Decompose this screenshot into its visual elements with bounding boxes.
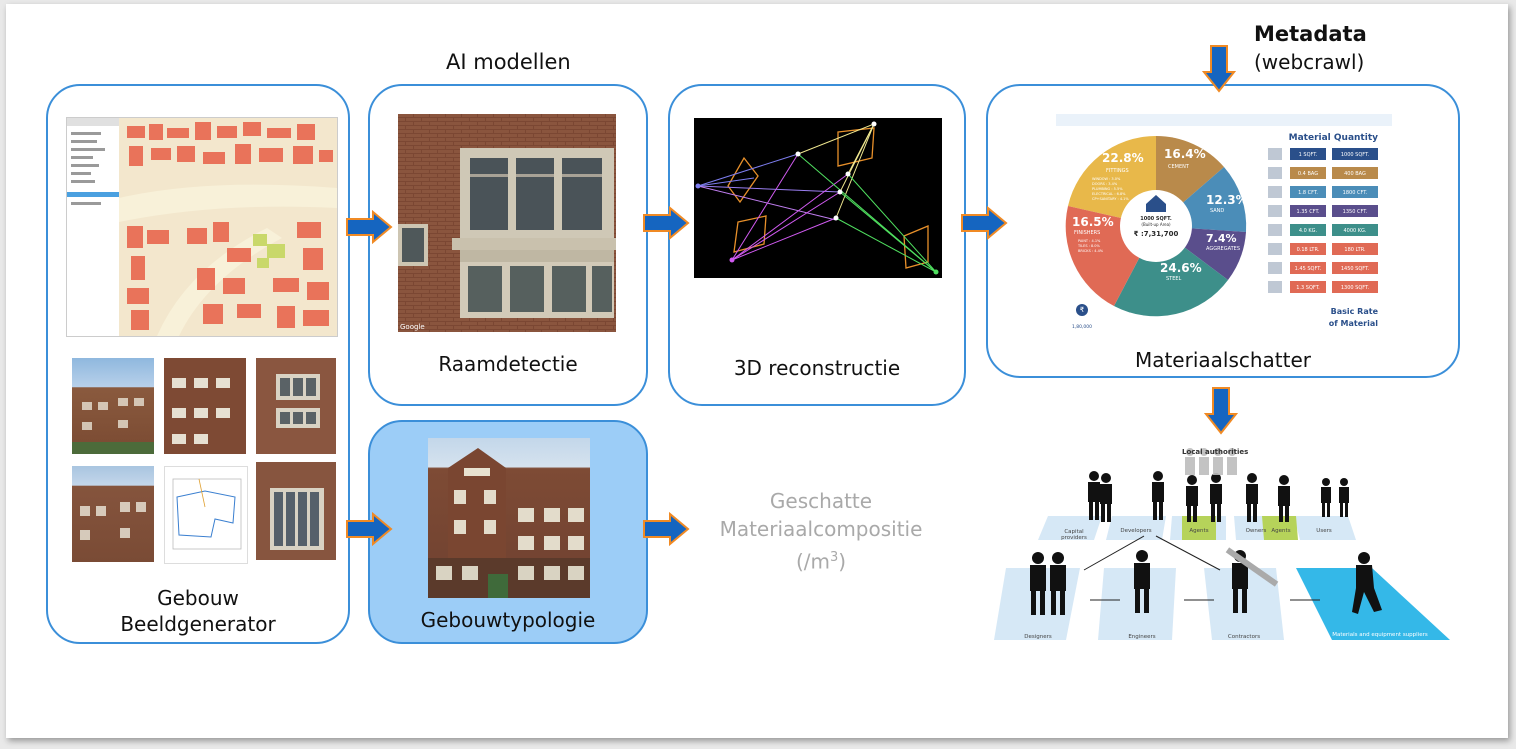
estimated-composition-close: ) — [838, 549, 847, 574]
thumbnail-footprint-plot — [164, 466, 248, 564]
estimated-composition-line1: Geschatte — [769, 489, 873, 513]
google-watermark: Google — [400, 323, 425, 331]
svg-text:1450 SQFT.: 1450 SQFT. — [1341, 266, 1370, 272]
arrow-right-icon — [961, 206, 1008, 240]
svg-text:ELECTRICAL : 6.8%: ELECTRICAL : 6.8% — [1092, 192, 1126, 196]
reconstruction-render — [694, 118, 942, 278]
svg-text:Developers: Developers — [1120, 528, 1151, 534]
svg-text:CEMENT: CEMENT — [1168, 164, 1190, 170]
typology-photo — [428, 438, 590, 598]
estimated-composition-unit: (/m — [795, 549, 830, 574]
ai-models-title: AI modellen — [446, 50, 571, 74]
window-photo: Google — [398, 114, 616, 332]
thumbnail-building-3 — [256, 358, 336, 454]
material-infographic: 22.8% 16.4% 12.3% 7.4% 24.6% 16.5% FITTI… — [1056, 114, 1392, 336]
svg-text:FINISHERS: FINISHERS — [1074, 230, 1100, 236]
metadata-title: Metadata — [1254, 22, 1367, 46]
svg-text:Basic Rate: Basic Rate — [1331, 307, 1379, 316]
svg-text:1.8 CFT.: 1.8 CFT. — [1298, 190, 1318, 196]
window-detection-label: Raamdetectie — [438, 352, 578, 376]
svg-text:Agents: Agents — [1271, 528, 1290, 534]
arrow-right-icon — [643, 206, 690, 240]
svg-text:PAINT : 4.1%: PAINT : 4.1% — [1078, 239, 1101, 243]
svg-text:STEEL: STEEL — [1166, 276, 1182, 282]
thumbnail-building-1 — [72, 358, 154, 454]
material-estimator-box: 22.8% 16.4% 12.3% 7.4% 24.6% 16.5% FITTI… — [986, 84, 1460, 378]
svg-text:1000 SQFT.: 1000 SQFT. — [1341, 152, 1370, 158]
window-detection-box: Google Raamdetectie — [368, 84, 648, 406]
reconstruction-label: 3D reconstructie — [733, 356, 901, 380]
svg-text:7.4%: 7.4% — [1206, 232, 1237, 245]
svg-text:1,80,000: 1,80,000 — [1072, 324, 1092, 330]
svg-text:1 SQFT.: 1 SQFT. — [1299, 152, 1318, 158]
svg-text:1.45 SQFT.: 1.45 SQFT. — [1295, 266, 1322, 272]
slide: AI modellen Metadata (webcrawl) — [6, 4, 1508, 738]
svg-text:1000 SQFT.: 1000 SQFT. — [1140, 216, 1172, 222]
estimated-composition-exponent: 3 — [829, 550, 839, 565]
svg-text:400 BAG: 400 BAG — [1344, 171, 1366, 177]
metadata-subtitle: (webcrawl) — [1254, 50, 1365, 74]
svg-text:(Built-up Area): (Built-up Area) — [1141, 222, 1171, 227]
gis-map-screenshot — [66, 117, 338, 337]
estimated-composition-line2: Materiaalcompositie — [719, 517, 923, 541]
svg-text:180 LTR.: 180 LTR. — [1344, 247, 1366, 253]
thumbnail-building-2 — [164, 358, 246, 454]
material-estimator-label: Materiaalschatter — [1134, 348, 1312, 372]
svg-text:of Material: of Material — [1329, 319, 1378, 328]
svg-text:₹: ₹ — [1080, 306, 1085, 314]
svg-text:BRICKS : 4.4%: BRICKS : 4.4% — [1078, 249, 1104, 253]
svg-text:Designers: Designers — [1024, 634, 1052, 640]
svg-text:Local authorities: Local authorities — [1182, 448, 1248, 456]
arrow-down-icon — [1204, 387, 1238, 435]
svg-text:24.6%: 24.6% — [1160, 261, 1202, 275]
thumbnail-building-4 — [72, 466, 154, 562]
estimated-composition-line3: (/m3) — [686, 545, 956, 575]
arrow-down-icon — [1202, 45, 1236, 93]
svg-text:12.3%: 12.3% — [1206, 193, 1248, 207]
svg-text:0.4 BAG: 0.4 BAG — [1298, 171, 1318, 177]
typology-box: Gebouwtypologie — [368, 420, 648, 644]
svg-text:providers: providers — [1061, 535, 1087, 541]
svg-text:DOORS : 3.4%: DOORS : 3.4% — [1092, 182, 1118, 186]
svg-text:Owners: Owners — [1246, 528, 1267, 534]
svg-text:22.8%: 22.8% — [1102, 151, 1144, 165]
svg-text:Material Quantity: Material Quantity — [1289, 133, 1378, 143]
svg-text:Engineers: Engineers — [1128, 634, 1155, 640]
generator-label-line2: Beeldgenerator — [120, 612, 276, 636]
svg-text:0.18 LTR.: 0.18 LTR. — [1297, 247, 1320, 253]
svg-text:1350 CFT.: 1350 CFT. — [1343, 209, 1368, 215]
generator-box: Gebouw Beeldgenerator — [46, 84, 350, 644]
svg-text:AGGREGATES: AGGREGATES — [1206, 246, 1240, 252]
svg-text:CP+SANITARY : 4.1%: CP+SANITARY : 4.1% — [1092, 197, 1129, 201]
svg-text:4.0 KG.: 4.0 KG. — [1299, 228, 1318, 234]
svg-text:Capital: Capital — [1064, 529, 1084, 535]
svg-text:TILES : 8.0%: TILES : 8.0% — [1077, 244, 1101, 248]
svg-text:₹ :7,31,700: ₹ :7,31,700 — [1134, 230, 1179, 238]
arrow-right-icon — [346, 210, 393, 244]
svg-text:16.4%: 16.4% — [1164, 147, 1206, 161]
svg-text:Materials and equipment suppli: Materials and equipment suppliers — [1332, 632, 1428, 638]
svg-text:4000 KG.: 4000 KG. — [1343, 228, 1366, 234]
arrow-right-icon — [643, 512, 690, 546]
generator-label-line1: Gebouw — [157, 586, 239, 610]
reconstruction-box: 3D reconstructie — [668, 84, 966, 406]
svg-text:FITTINGS: FITTINGS — [1106, 168, 1129, 174]
svg-text:1.35 CFT.: 1.35 CFT. — [1296, 209, 1319, 215]
svg-text:SAND: SAND — [1210, 208, 1224, 214]
svg-text:PLUMBING : 5.5%: PLUMBING : 5.5% — [1092, 187, 1123, 191]
svg-text:WINDOW : 3.0%: WINDOW : 3.0% — [1092, 177, 1121, 181]
thumbnail-building-5 — [256, 462, 336, 560]
svg-text:Contractors: Contractors — [1228, 634, 1260, 640]
svg-text:1800 CFT.: 1800 CFT. — [1343, 190, 1368, 196]
svg-text:1300 SQFT.: 1300 SQFT. — [1341, 285, 1370, 291]
arrow-right-icon — [346, 512, 393, 546]
svg-text:Agents: Agents — [1189, 528, 1208, 534]
svg-text:16.5%: 16.5% — [1072, 215, 1114, 229]
svg-text:Users: Users — [1316, 528, 1332, 534]
typology-label: Gebouwtypologie — [420, 608, 596, 632]
svg-text:1.3 SQFT.: 1.3 SQFT. — [1296, 285, 1320, 291]
